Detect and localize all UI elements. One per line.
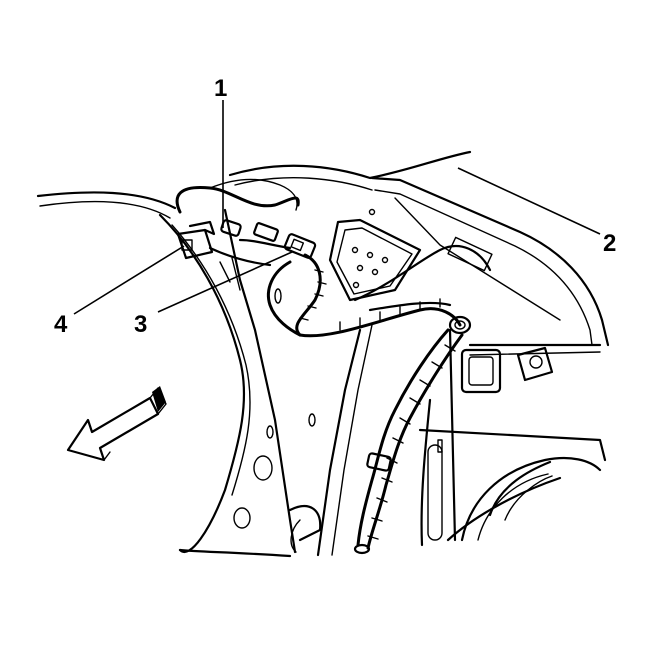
wire-harness: [175, 178, 472, 555]
callout-4: 4: [54, 311, 68, 338]
callout-1: 1: [214, 75, 227, 102]
leader-line-4: [73, 245, 185, 315]
callout-3: 3: [134, 311, 147, 338]
callout-2: 2: [603, 230, 616, 257]
body-panels: [36, 150, 610, 558]
leader-line-3: [157, 251, 293, 313]
leader-lines: [73, 100, 601, 315]
front-direction-arrow-icon: [66, 386, 167, 462]
callouts: 1 2 3 4: [54, 75, 616, 338]
leader-line-2: [457, 167, 601, 235]
